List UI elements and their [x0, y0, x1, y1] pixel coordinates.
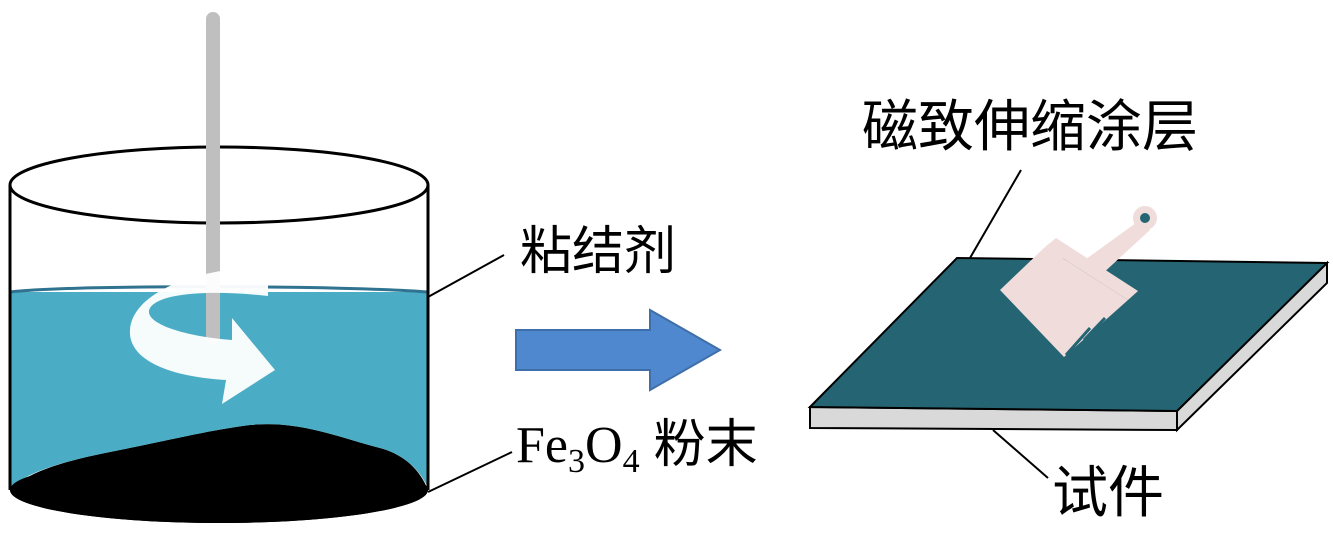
leader-binder	[427, 254, 505, 298]
liquid	[10, 292, 428, 488]
powder-sub-4: 4	[622, 443, 640, 480]
powder-sub-3: 3	[568, 443, 585, 480]
powder-o: O	[585, 417, 623, 474]
beaker-base	[10, 457, 428, 523]
beaker	[8, 145, 430, 523]
paint-brush-icon	[1000, 206, 1157, 357]
label-powder: Fe3O4 粉末	[516, 420, 758, 479]
leader-powder	[427, 451, 513, 493]
leader-coating	[969, 169, 1022, 259]
powder-fe: Fe	[516, 417, 568, 474]
label-specimen: 试件	[1052, 461, 1164, 526]
label-binder: 粘结剂	[520, 222, 677, 282]
label-coating: 磁致伸缩涂层	[862, 95, 1198, 160]
right-arrow-icon	[515, 308, 723, 392]
leader-specimen	[992, 429, 1049, 479]
stir-rod	[206, 12, 220, 344]
rotation-arrow-icon	[129, 266, 275, 404]
powder-rest: 粉末	[653, 417, 758, 474]
